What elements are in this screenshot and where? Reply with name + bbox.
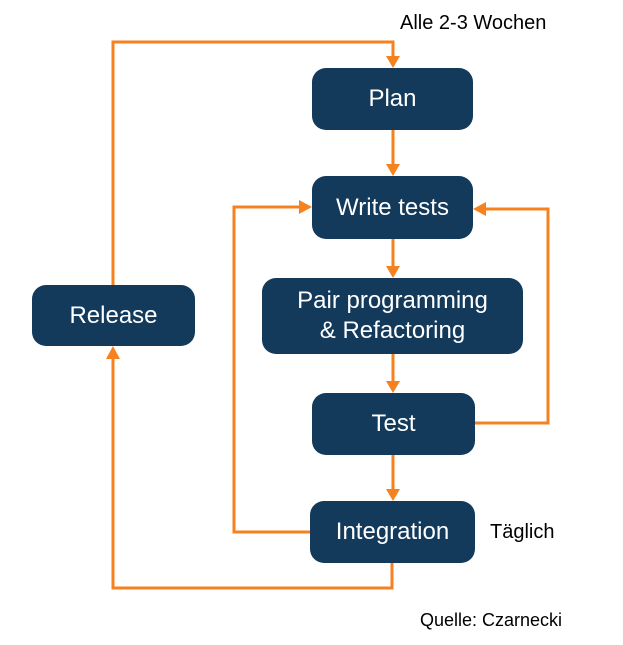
arrow-integration-to-write-tests-head-icon (299, 200, 312, 214)
node-release-label: Release (69, 301, 158, 329)
node-write-tests-label: Write tests (336, 193, 449, 221)
arrow-integration-to-write-tests-line (232, 205, 310, 534)
arrow-release-to-plan-head-icon (386, 56, 400, 68)
arrow-test-to-integration-head-icon (386, 489, 400, 501)
source-credit-label: Quelle: Czarnecki (420, 610, 563, 630)
node-integration: Integration (310, 501, 475, 563)
node-pair-programming: Pair programming & Refactoring (262, 278, 523, 354)
node-pair-programming-label-line2: & Refactoring (319, 317, 466, 344)
node-integration-label: Integration (335, 518, 450, 545)
arrow-plan-to-write-tests-head-icon (386, 164, 400, 176)
cycle-interval-label: Alle 2-3 Wochen (400, 12, 547, 34)
arrow-integration-to-release-head-icon (106, 346, 120, 359)
arrow-test-to-write-tests-head-icon (473, 202, 486, 216)
arrow-integration-to-release-line (111, 359, 394, 590)
arrow-pair-to-test-head-icon (386, 381, 400, 393)
arrow-write-tests-to-pair-head-icon (386, 266, 400, 278)
node-test: Test (312, 393, 475, 455)
node-release: Release (32, 285, 195, 346)
node-plan-label: Plan (368, 85, 417, 112)
arrow-test-to-write-tests-line (475, 207, 550, 425)
node-write-tests: Write tests (312, 176, 473, 239)
node-pair-programming-label-line1: Pair programming (297, 287, 488, 314)
daily-label: Täglich (490, 521, 555, 543)
node-test-label: Test (371, 410, 416, 437)
node-plan: Plan (312, 68, 473, 130)
arrow-release-to-plan-line (111, 40, 395, 285)
